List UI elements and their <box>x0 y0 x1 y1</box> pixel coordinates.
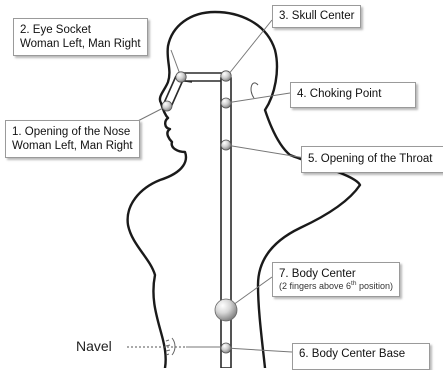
ear-outline <box>251 83 258 98</box>
label-body-center-base: 6. Body Center Base <box>292 343 430 370</box>
point-body-center-base <box>221 343 231 353</box>
label-nose-line2: Woman Left, Man Right <box>12 139 133 153</box>
label-body-center-base-text: 6. Body Center Base <box>299 347 423 361</box>
label-eye-socket-line1: 2. Eye Socket <box>20 23 141 37</box>
label-choking-point: 4. Choking Point <box>290 82 416 108</box>
label-skull-center-text: 3. Skull Center <box>279 9 354 23</box>
label-body-center: 7. Body Center (2 fingers above 6th posi… <box>272 262 400 297</box>
point-choking-point <box>221 98 231 108</box>
leader-throat <box>226 145 305 158</box>
label-choking-point-text: 4. Choking Point <box>297 87 409 101</box>
label-throat-opening: 5. Opening of the Throat <box>301 146 443 173</box>
point-nose-opening <box>162 101 172 111</box>
leader-body-center-base <box>226 348 292 352</box>
label-nose-line1: 1. Opening of the Nose <box>12 125 133 139</box>
central-channel <box>221 78 231 368</box>
body-center-note-prefix: (2 fingers above 6 <box>279 281 351 291</box>
label-body-center-title: 7. Body Center <box>279 267 393 281</box>
label-body-center-note: (2 fingers above 6th position) <box>279 281 393 292</box>
point-body-center <box>215 299 237 321</box>
label-eye-socket-line2: Woman Left, Man Right <box>20 37 141 51</box>
label-skull-center: 3. Skull Center <box>272 5 361 28</box>
label-nose-opening: 1. Opening of the Nose Woman Left, Man R… <box>5 120 140 158</box>
body-center-note-suffix: position) <box>356 281 393 291</box>
point-eye-socket <box>176 72 186 82</box>
label-eye-socket: 2. Eye Socket Woman Left, Man Right <box>13 18 148 56</box>
label-throat-text: 5. Opening of the Throat <box>308 152 440 166</box>
point-throat-opening <box>221 140 231 150</box>
leader-choking-point <box>226 93 290 103</box>
leader-skull-center <box>228 20 272 75</box>
body-outline <box>128 12 360 368</box>
point-skull-center <box>221 71 231 81</box>
label-navel: Navel <box>76 338 112 354</box>
